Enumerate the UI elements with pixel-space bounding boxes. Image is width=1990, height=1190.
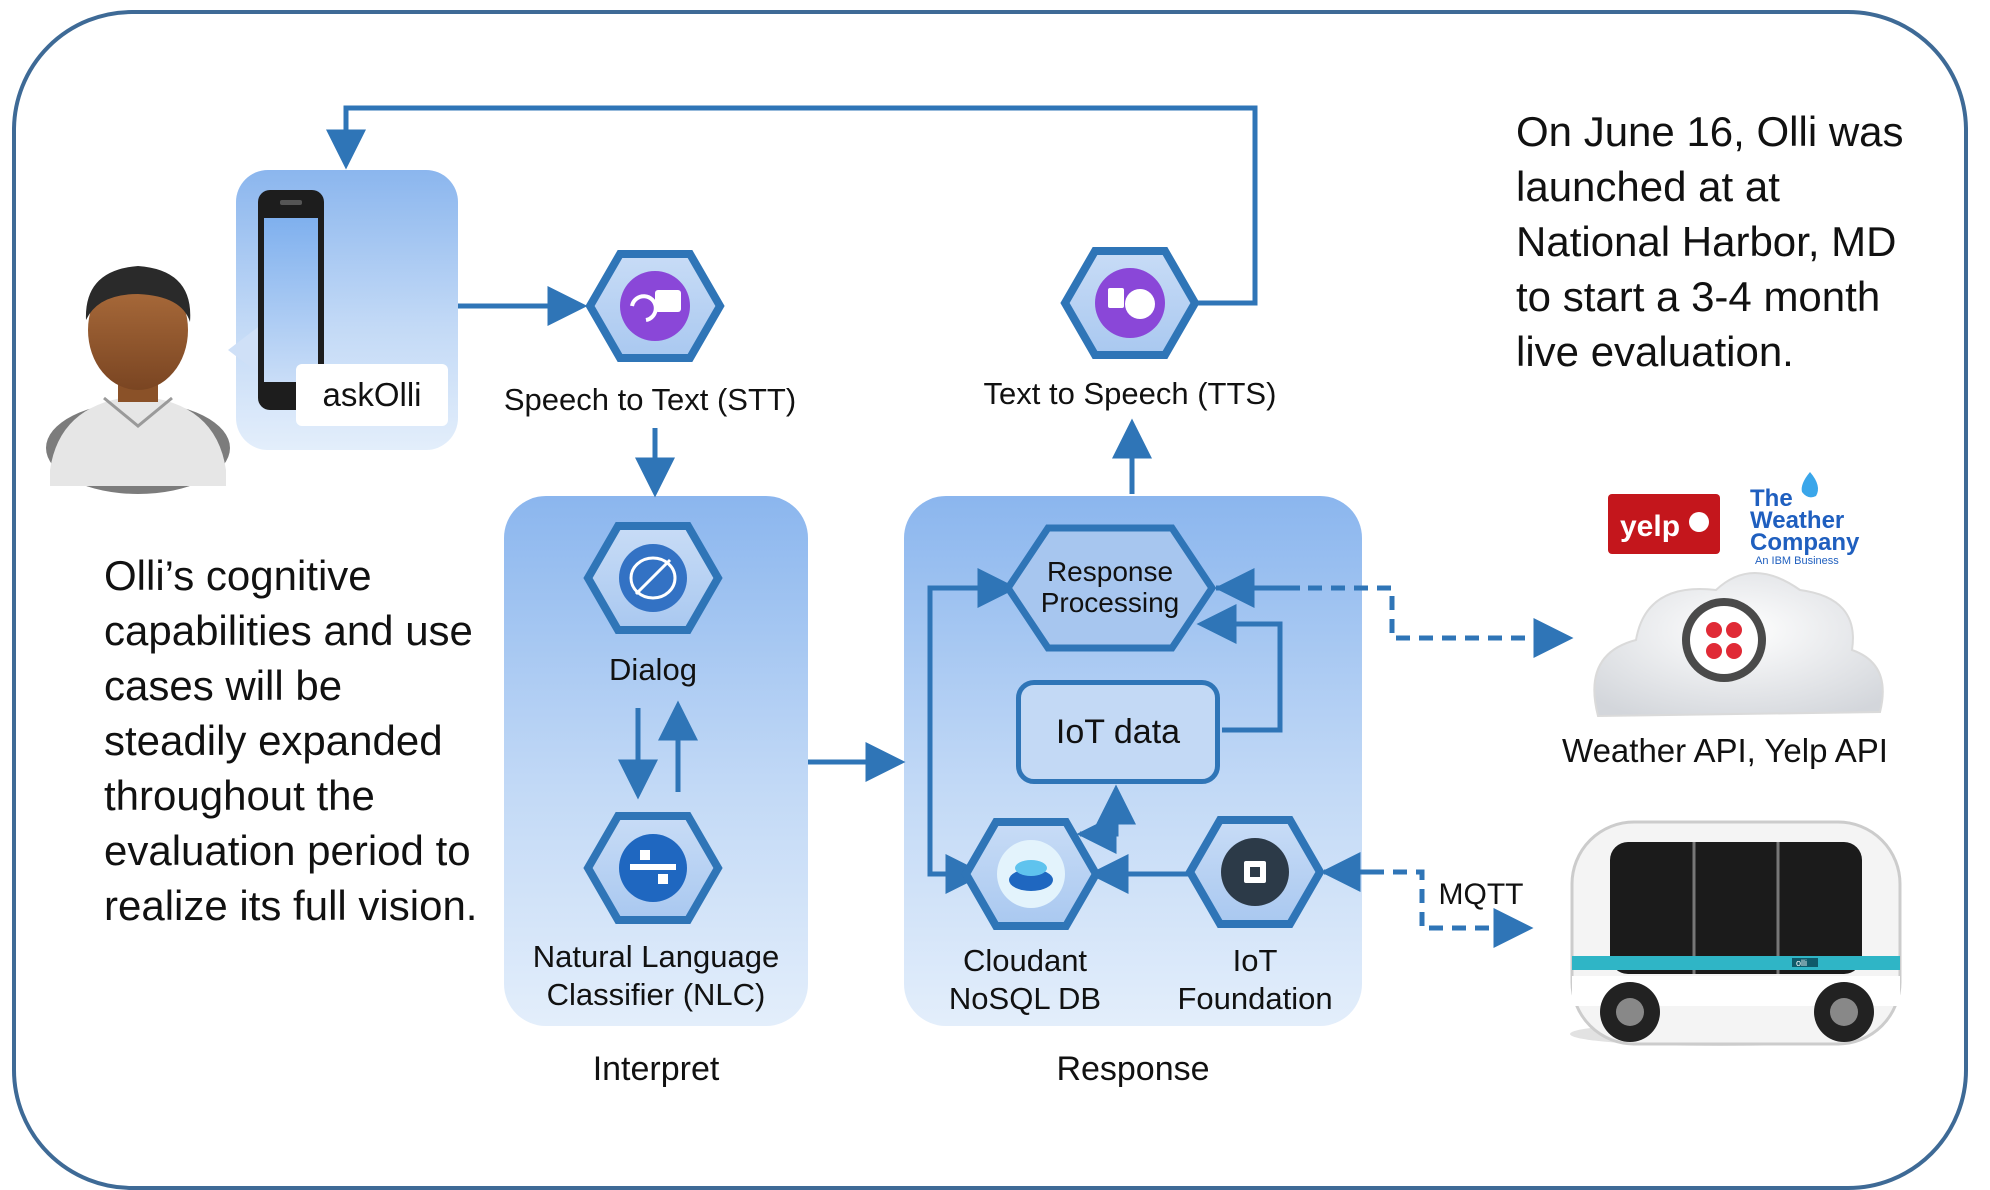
cloudant-label: Cloudant NoSQL DB <box>930 942 1120 1018</box>
svg-text:olli: olli <box>1796 958 1807 968</box>
svg-text:The: The <box>1750 485 1793 512</box>
dialog-label: Dialog <box>609 652 697 687</box>
stt-hex-icon <box>585 250 725 362</box>
iot-foundation-line2: Foundation <box>1177 981 1333 1016</box>
dialog-hex-icon <box>583 522 723 634</box>
interpret-stage-label: Interpret <box>592 1050 720 1088</box>
cloudant-label-line2: NoSQL DB <box>948 981 1102 1016</box>
iot-foundation-line1: IoT <box>1232 943 1278 978</box>
iot-data-box: IoT data <box>1016 680 1220 784</box>
svg-text:Company: Company <box>1750 529 1860 556</box>
app-label: askOlli <box>296 364 448 426</box>
iot-foundation-hex-icon <box>1185 816 1325 928</box>
app-label-text: askOlli <box>322 376 422 413</box>
response-stage-label: Response <box>1056 1050 1210 1088</box>
nlc-label: Natural Language Classifier (NLC) <box>508 938 804 1014</box>
iot-data-label: IoT data <box>1055 712 1181 751</box>
diagram-graphics: yelp The Weather Company An IBM Business <box>46 105 1902 1046</box>
weather-yelp-label: Weather API, Yelp API <box>1562 732 1888 769</box>
yelp-logo: yelp <box>1608 494 1720 554</box>
stt-label: Speech to Text (STT) <box>503 382 797 417</box>
nlc-label-line2: Classifier (NLC) <box>546 977 766 1012</box>
user-avatar-icon <box>46 266 270 494</box>
diagram-canvas: yelp The Weather Company An IBM Business <box>12 10 1968 1190</box>
weather-company-logo: The Weather Company An IBM Business <box>1750 472 1860 567</box>
svg-text:yelp: yelp <box>1620 510 1680 543</box>
nlc-label-line1: Natural Language <box>532 939 780 974</box>
cloud-service-icon <box>1593 572 1884 718</box>
iot-foundation-label: IoT Foundation <box>1160 942 1350 1018</box>
tts-label: Text to Speech (TTS) <box>983 376 1277 411</box>
mqtt-label: MQTT <box>1438 878 1524 911</box>
response-processing-hex-icon <box>1003 524 1217 652</box>
cloudant-label-line1: Cloudant <box>962 943 1088 978</box>
nlc-hex-icon <box>583 812 723 924</box>
launch-note: On June 16, Olli was launched at at Nati… <box>1516 108 1904 375</box>
cloudant-hex-icon <box>961 818 1101 930</box>
svg-text:Weather: Weather <box>1750 507 1844 534</box>
response-processing-label: Response Processing <box>1020 556 1200 618</box>
phone-icon <box>258 190 324 410</box>
tts-hex-icon <box>1060 247 1200 359</box>
svg-text:An IBM Business: An IBM Business <box>1755 555 1839 567</box>
response-processing-line2: Processing <box>1040 587 1180 618</box>
olli-vehicle-icon: olli <box>1570 820 1902 1046</box>
capabilities-note: Olli’s cognitive capabilities and use ca… <box>104 552 478 929</box>
response-processing-line1: Response <box>1046 556 1174 587</box>
